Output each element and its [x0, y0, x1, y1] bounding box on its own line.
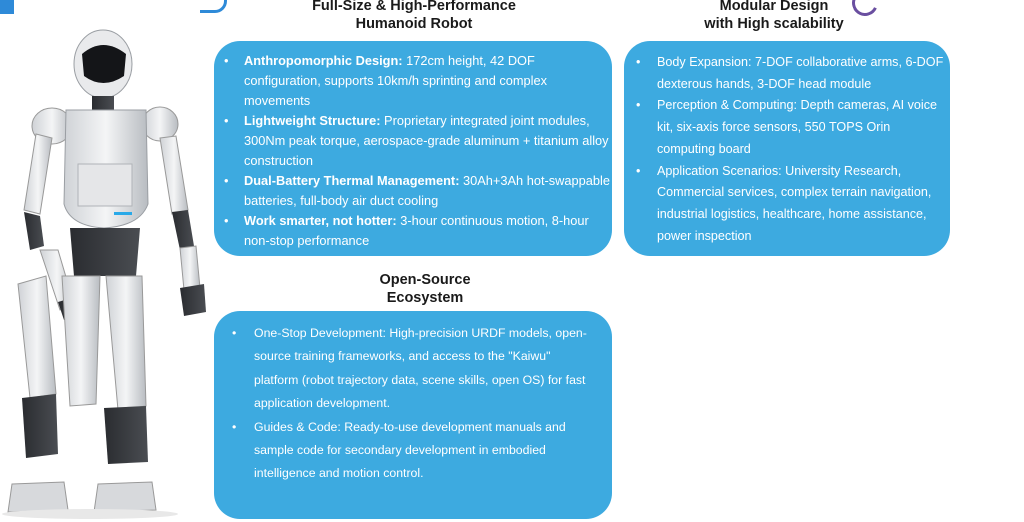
card-modular-design: • Body Expansion: 7-DOF collaborative arm…	[624, 41, 950, 256]
heading-anthro: Full-Size & High-Performance Humanoid Ro…	[284, 0, 544, 33]
heading-modular-line2: with High scalability	[704, 16, 844, 32]
bullet-icon: •	[636, 55, 641, 69]
clipped-title-glyph	[200, 0, 227, 13]
bullet-icon: •	[224, 53, 229, 68]
heading-open-line1: Open-Source	[379, 272, 471, 288]
heading-modular-line1: Modular Design	[719, 0, 829, 14]
item-text: One-Stop Development: High-precision URD…	[254, 326, 587, 411]
list-item: • Perception & Computing: Depth cameras, …	[636, 95, 944, 160]
item-label: Lightweight Structure:	[244, 113, 381, 128]
item-text: Application Scenarios: University Resear…	[657, 163, 932, 243]
corner-accent-bar	[0, 0, 14, 14]
bullet-icon: •	[232, 326, 237, 340]
bullet-icon: •	[224, 213, 229, 228]
item-text: 30Ah+3Ah hot-swappable batteries, full-b…	[244, 173, 610, 208]
bullet-icon: •	[224, 173, 229, 188]
list-item: • Work smarter, not hotter: 3-hour contin…	[224, 211, 612, 251]
heading-anthro-line2: Humanoid Robot	[355, 16, 473, 32]
list-item: • Application Scenarios: University Resea…	[636, 161, 944, 248]
humanoid-robot-image	[2, 29, 206, 519]
list-item: • Body Expansion: 7-DOF collaborative arm…	[636, 52, 944, 95]
open-source-list: • One-Stop Development: High-precision UR…	[232, 322, 594, 486]
item-text: Body Expansion: 7-DOF collaborative arms…	[657, 55, 944, 91]
list-item: • Lightweight Structure: Proprietary inte…	[224, 111, 612, 171]
card-anthro-features: • Anthropomorphic Design: 172cm height, 4…	[214, 41, 612, 256]
anthro-feature-list: • Anthropomorphic Design: 172cm height, 4…	[224, 51, 612, 251]
item-text: Perception & Computing: Depth cameras, A…	[657, 98, 938, 156]
item-label: Dual-Battery Thermal Management:	[244, 173, 460, 188]
item-text: 3-hour continuous motion, 8-hour non-sto…	[244, 213, 589, 248]
modular-feature-list: • Body Expansion: 7-DOF collaborative arm…	[636, 52, 944, 247]
item-text: Guides & Code: Ready-to-use development …	[254, 419, 566, 481]
item-text: Proprietary integrated joint modules, 30…	[244, 113, 609, 168]
heading-modular: Modular Design with High scalability	[644, 0, 904, 33]
heading-open-line2: Ecosystem	[386, 290, 464, 306]
bullet-icon: •	[232, 419, 237, 434]
list-item: • Dual-Battery Thermal Management: 30Ah+3…	[224, 171, 612, 211]
item-label: Anthropomorphic Design:	[244, 53, 403, 68]
item-label: Work smarter, not hotter:	[244, 213, 397, 228]
heading-open: Open-Source Ecosystem	[330, 271, 520, 307]
bullet-icon: •	[224, 113, 229, 128]
card-open-source: • One-Stop Development: High-precision UR…	[214, 311, 612, 519]
list-item: • Anthropomorphic Design: 172cm height, 4…	[224, 51, 612, 111]
list-item: • One-Stop Development: High-precision UR…	[232, 322, 594, 416]
bullet-icon: •	[636, 98, 641, 113]
item-text: 172cm height, 42 DOF configuration, supp…	[244, 53, 548, 108]
list-item: • Guides & Code: Ready-to-use development…	[232, 416, 594, 486]
heading-anthro-line1: Full-Size & High-Performance	[312, 0, 516, 14]
bullet-icon: •	[636, 163, 641, 178]
